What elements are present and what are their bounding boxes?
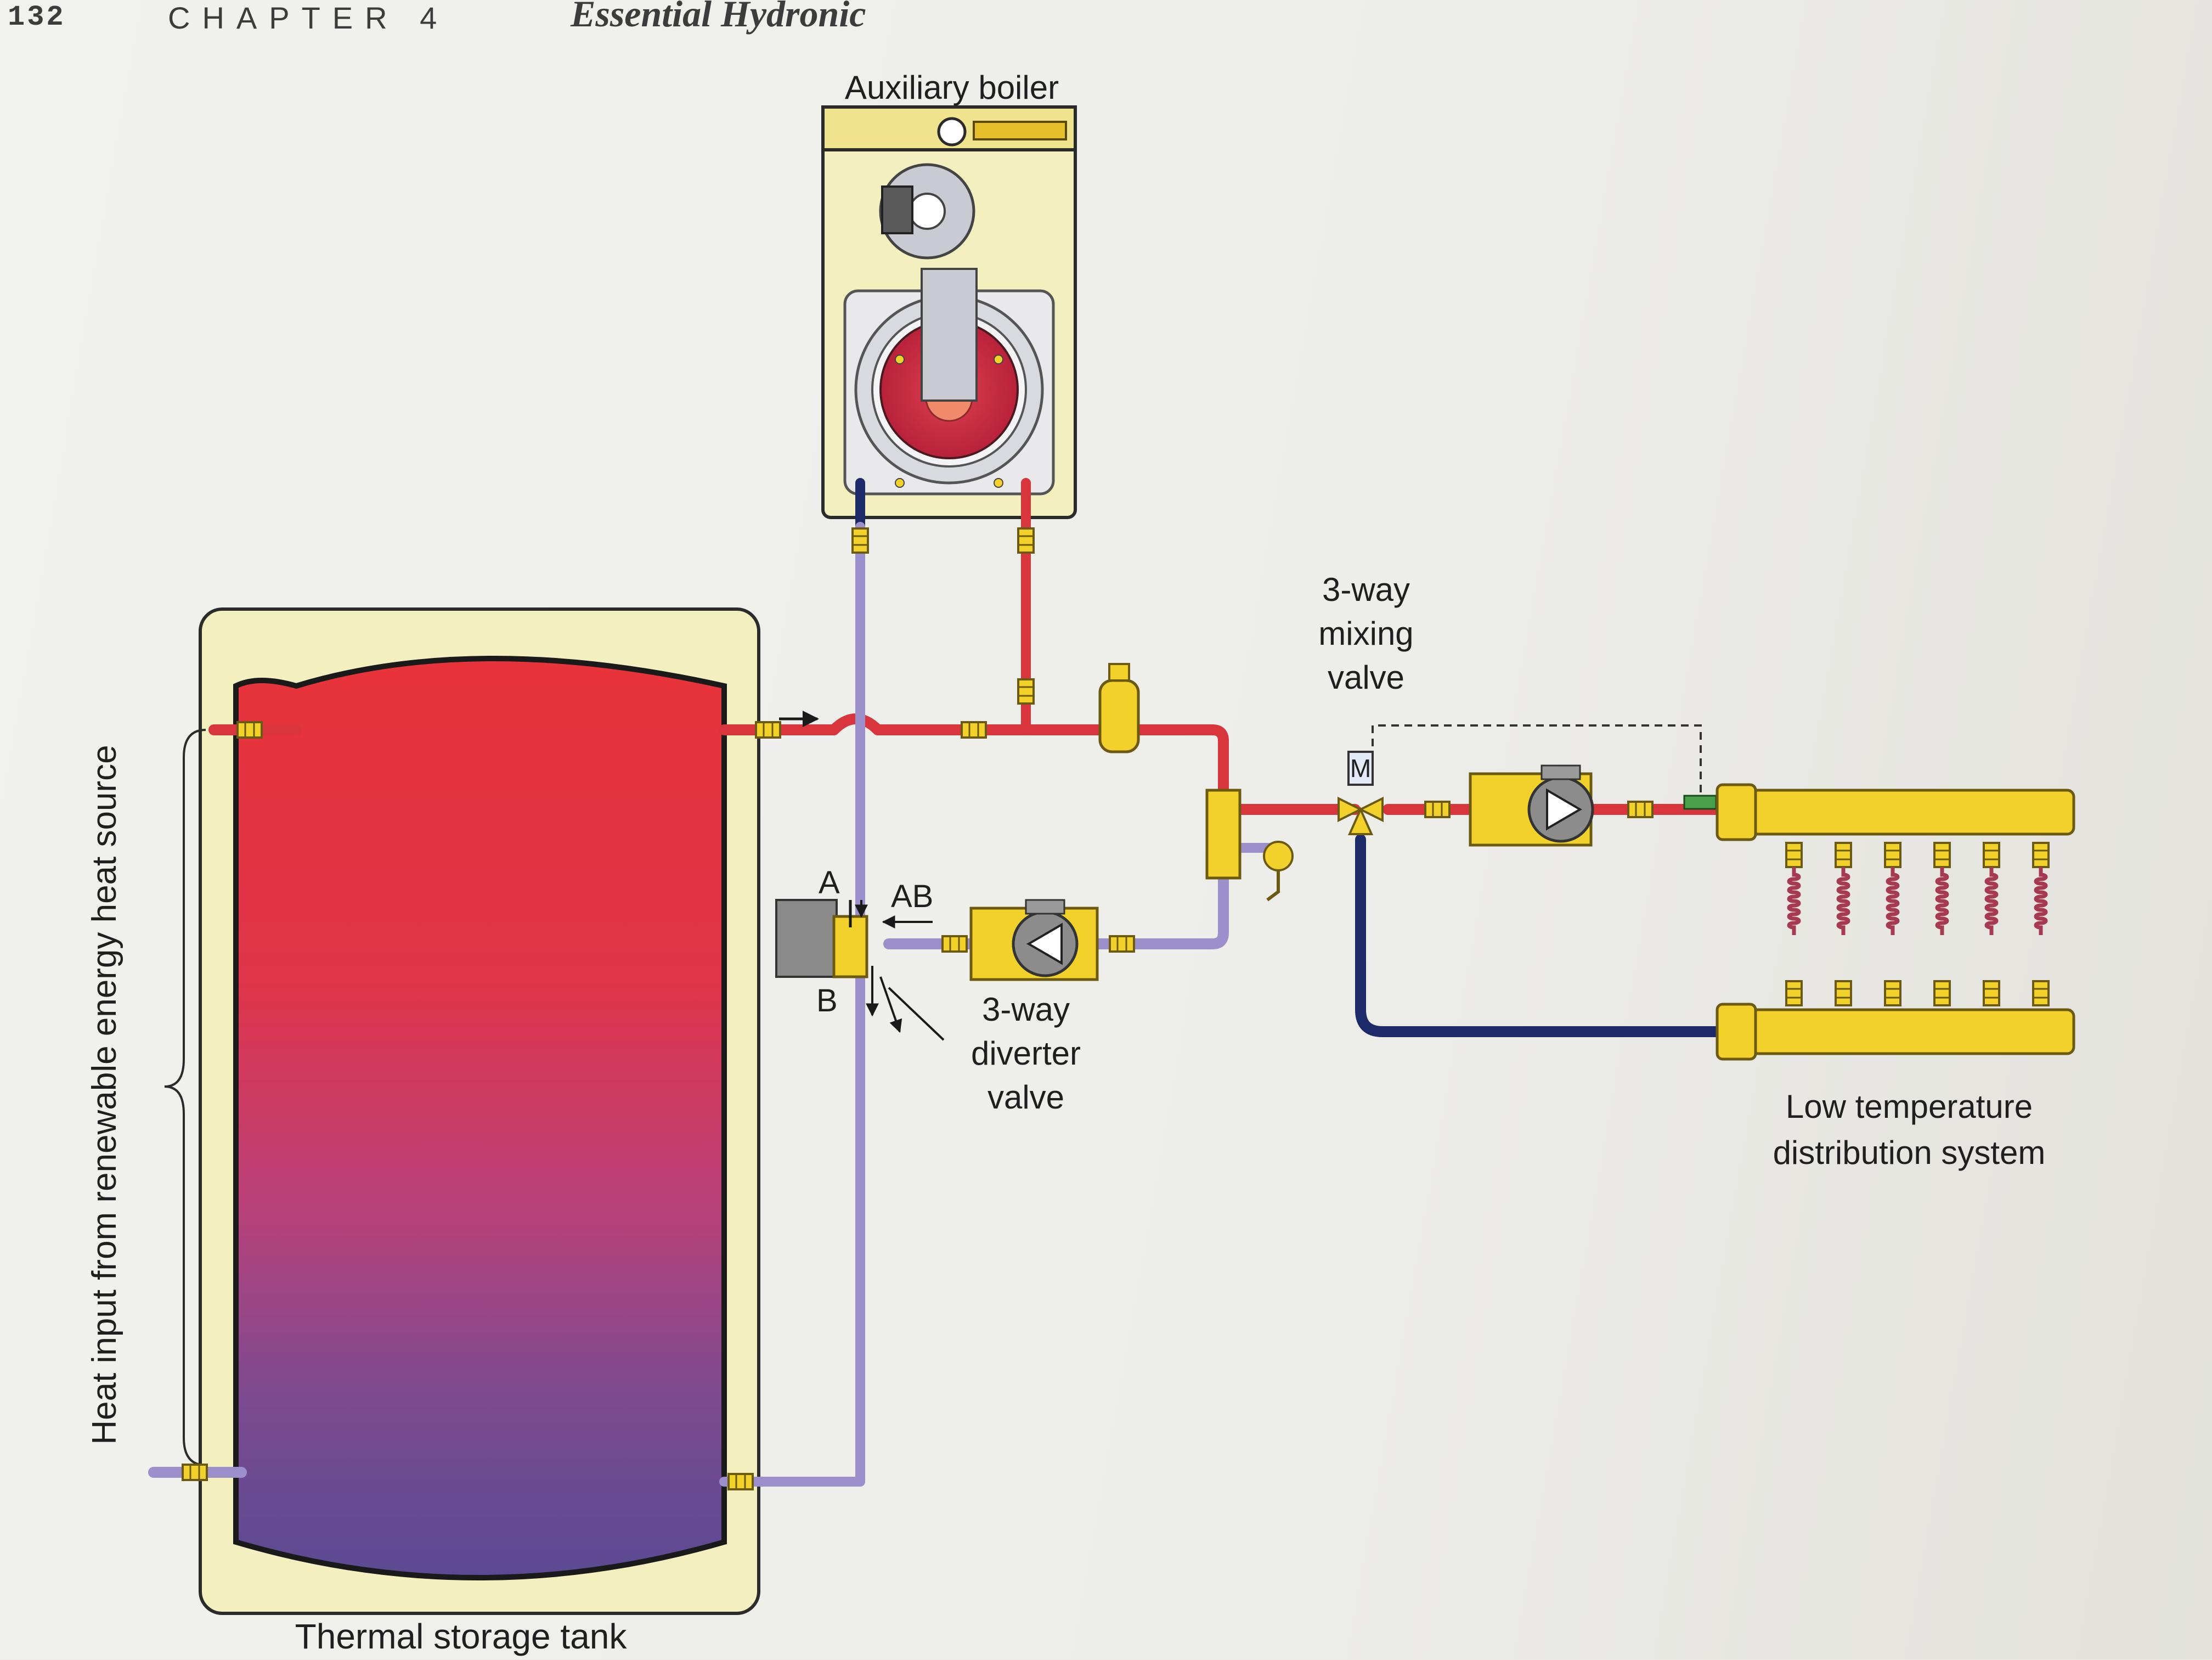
thermal-storage-tank	[199, 607, 760, 1615]
auxiliary-boiler	[821, 105, 1077, 519]
chapter-heading: CHAPTER 4	[168, 1, 449, 35]
fittings	[182, 527, 1294, 1490]
mixing-valve	[1338, 724, 1717, 835]
manifold	[1716, 783, 2075, 1061]
motor-label: M	[1350, 754, 1372, 783]
page-number: 132	[8, 1, 66, 33]
port-a-label: A	[819, 865, 840, 901]
diverter-valve-label: 3-way diverter valve	[944, 988, 1108, 1119]
diverter-valve-label-line-1: 3-way	[981, 991, 1070, 1028]
auxiliary-boiler-label: Auxiliary boiler	[844, 69, 1059, 106]
heat-input-label: Heat input from renewable energy heat so…	[86, 745, 123, 1445]
distribution-pump	[1424, 764, 1654, 847]
storage-tank-label: Thermal storage tank	[295, 1617, 627, 1656]
diverter-valve	[775, 899, 945, 1041]
storage-pump	[941, 899, 1135, 981]
mixing-valve-label-line-1: 3-way	[1322, 571, 1410, 608]
distribution-system-label-line-2: distribution system	[1773, 1134, 2046, 1171]
heat-input-bracket	[164, 729, 206, 1466]
port-ab-label: AB	[891, 879, 934, 914]
port-b-label: B	[816, 983, 838, 1018]
book-title: Essential Hydronic	[571, 0, 866, 35]
diverter-valve-label-line-2: diverter	[970, 1034, 1081, 1072]
mixing-valve-label-line-3: valve	[1327, 659, 1405, 696]
mixing-valve-label: 3-way mixing valve	[1284, 568, 1448, 699]
diverter-valve-label-line-3: valve	[987, 1078, 1065, 1116]
distribution-system-label: Low temperature distribution system	[1712, 1084, 2107, 1176]
distribution-system-label-line-1: Low temperature	[1785, 1088, 2033, 1125]
mixing-valve-label-line-2: mixing	[1318, 615, 1414, 652]
